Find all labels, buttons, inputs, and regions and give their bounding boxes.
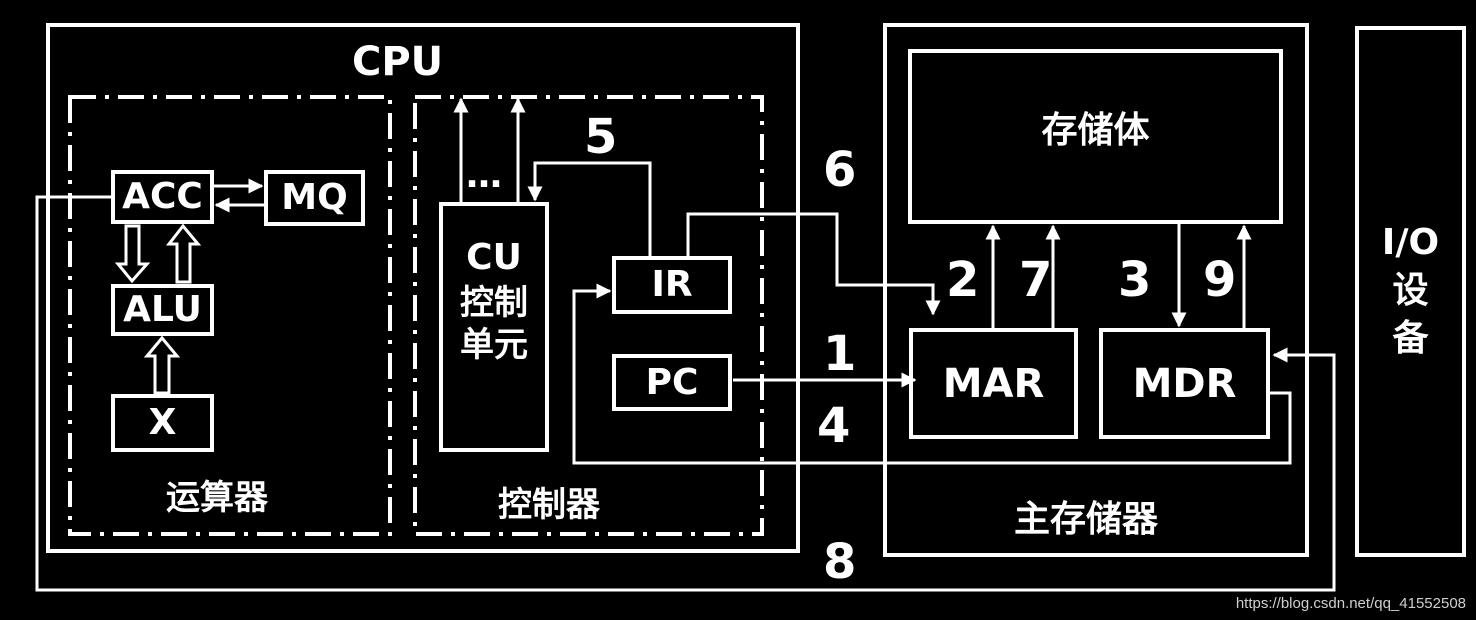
step-3-label: 3: [1118, 252, 1152, 308]
x-to-alu-hollow-arrow: [143, 335, 181, 395]
step-9-label: 9: [1203, 252, 1237, 308]
cu-label: CU 控制 单元: [441, 237, 547, 365]
step-1-label: 1: [823, 326, 857, 382]
ir-box: [612, 256, 732, 314]
pc-box: [612, 354, 732, 411]
alu-unit-box: [68, 95, 392, 536]
storage-label: 存储体: [1041, 110, 1150, 151]
ir-to-mar-arrow: [686, 212, 941, 316]
step-2-label: 2: [946, 252, 980, 308]
acc-box: [111, 170, 214, 224]
step-7-label: 7: [1019, 252, 1053, 308]
cu-label-line-3: 单元: [460, 325, 528, 365]
alu-label: ALU: [123, 289, 202, 330]
control-unit-title: 控制器: [498, 485, 600, 525]
cu-label-line-2: 控制: [460, 283, 528, 323]
acc-to-alu-hollow-arrow: [114, 224, 151, 284]
mar-label: MAR: [942, 360, 1045, 407]
cu-label-line-1: CU: [466, 237, 522, 278]
control-unit-box: [413, 95, 764, 536]
io-device-box: [1355, 26, 1466, 557]
mdr-to-ir-arrow: [572, 283, 1292, 465]
alu-unit-title: 运算器: [166, 478, 268, 518]
watermark: https://blog.csdn.net/qq_41552508: [1235, 595, 1466, 612]
io-device-label: I/O 设 备: [1357, 225, 1464, 357]
ir-to-cu-arrow: [527, 161, 652, 256]
main-memory-title: 主存储器: [1014, 499, 1159, 540]
io-label-line-3: 备: [1392, 318, 1429, 359]
step-4-label: 4: [817, 398, 851, 454]
io-label-line-2: 设: [1392, 270, 1429, 311]
cu-box: [439, 202, 549, 452]
ir-label: IR: [651, 264, 693, 305]
x-label: X: [148, 402, 177, 443]
x-box: [111, 394, 214, 452]
acc-label: ACC: [122, 176, 203, 217]
pc-label: PC: [645, 361, 699, 403]
acc-to-mdr-arrow: [35, 195, 1336, 592]
step-6-label: 6: [823, 142, 857, 198]
cpu-title: CPU: [352, 39, 444, 85]
main-memory-box: [883, 23, 1309, 557]
cu-ellipsis: …: [466, 155, 502, 196]
step-5-label: 5: [584, 109, 618, 165]
io-label-line-1: I/O: [1381, 222, 1440, 263]
step-8-label: 8: [823, 534, 857, 590]
mdr-label: MDR: [1132, 360, 1237, 407]
mq-label: MQ: [281, 177, 348, 218]
alu-box: [111, 284, 214, 336]
cpu-box: [46, 23, 800, 553]
alu-to-acc-hollow-arrow: [165, 223, 202, 284]
mq-box: [264, 170, 365, 226]
mdr-box: [1099, 328, 1270, 439]
storage-box: [908, 49, 1283, 224]
